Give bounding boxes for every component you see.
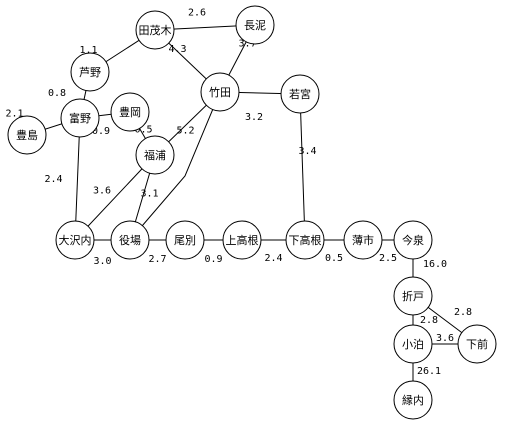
edge-label-kamitakane-shimotakane: 2.4 (264, 253, 282, 264)
edge-label-osawauchi-yakuba: 3.0 (93, 256, 111, 267)
station-node-shimotakane: 下高根 (285, 220, 325, 260)
station-circle (393, 220, 433, 260)
station-circle (55, 220, 95, 260)
station-circle (280, 74, 320, 114)
edge-wakamiya-shimotakane (299, 93, 306, 241)
edge-label-tooka-fukuura: 0.5 (134, 125, 152, 136)
edge-label-kodomari-shitamae: 3.6 (436, 333, 454, 344)
station-node-toyoshima: 豊島 (7, 115, 47, 155)
station-circle (222, 220, 262, 260)
edge-labels-layer: 2.6 1.1 4.3 3.7 3.2 0.8 2.1 0.9 0.5 5.2 2.4 3.6 3.1 3… (5, 8, 472, 378)
station-circle (110, 220, 150, 260)
station-label: 田茂木 (139, 23, 172, 37)
station-label: 芦野 (79, 66, 101, 79)
edge-label-yakuba-obetsu: 2.7 (148, 254, 166, 265)
station-circle (393, 380, 433, 420)
station-circle (285, 220, 325, 260)
station-label: 縁内 (402, 393, 424, 407)
station-node-fukuura: 福浦 (135, 135, 175, 175)
edge-label-ashino-tamoki: 1.1 (79, 45, 97, 56)
station-circle (165, 220, 205, 260)
station-label: 富野 (69, 111, 91, 125)
station-node-itsuuchi: 縁内 (393, 380, 433, 420)
station-label: 若宮 (289, 87, 311, 101)
station-node-nagadoro: 長泥 (235, 5, 275, 45)
edge-label-shimotakane-tsuchi: 0.5 (325, 253, 343, 264)
station-circle (200, 72, 240, 112)
station-circle (70, 52, 110, 92)
edge-label-tomino-osawauchi: 2.4 (44, 174, 62, 185)
station-label: 竹田 (209, 85, 231, 99)
edge-label-toyoshima-tomino: 2.1 (5, 109, 23, 120)
edge-takeda-yakuba (129, 91, 221, 241)
edge-label-tsuchi-imaizumi: 2.5 (379, 253, 397, 264)
station-circle (457, 324, 497, 364)
station-circle (393, 276, 433, 316)
edge-label-fukuura-yakuba: 3.1 (140, 189, 158, 200)
station-label: 今泉 (402, 233, 424, 247)
station-node-orito: 折戸 (393, 276, 433, 316)
station-label: 小泊 (402, 338, 424, 351)
station-circle (393, 324, 433, 364)
station-node-takeda: 竹田 (200, 72, 240, 112)
edge-label-orito-shitamae: 2.8 (454, 307, 472, 318)
edge-label-tamoki-takeda: 4.3 (168, 44, 186, 55)
station-node-yakuba: 役場 (110, 220, 150, 260)
station-node-kamitakane: 上高根 (222, 220, 262, 260)
station-label: 豊島 (16, 128, 38, 142)
edge-label-fukuura-takeda: 5.2 (176, 126, 194, 137)
station-node-wakamiya: 若宮 (280, 74, 320, 114)
edge-label-obetsu-kamitakane: 0.9 (204, 254, 222, 265)
edge-label-nagadoro-takeda: 3.7 (238, 39, 256, 50)
edge-label-orito-kodomari: 2.8 (420, 315, 438, 326)
station-circle (235, 5, 275, 45)
station-circle (110, 92, 150, 132)
station-node-osawauchi: 大沢内 (55, 220, 95, 260)
station-label: 役場 (119, 233, 141, 247)
station-circle (60, 98, 100, 138)
station-node-tsuchi: 薄市 (343, 220, 383, 260)
station-label: 豊岡 (119, 106, 141, 119)
station-circle (135, 135, 175, 175)
station-node-tomino: 富野 (60, 98, 100, 138)
station-node-obetsu: 尾別 (165, 220, 205, 260)
station-circle (343, 220, 383, 260)
station-label: 上高根 (226, 233, 259, 247)
station-label: 長泥 (244, 19, 266, 32)
station-node-kodomari: 小泊 (393, 324, 433, 364)
station-label: 下前 (466, 337, 488, 351)
station-node-tooka: 豊岡 (110, 92, 150, 132)
station-label: 尾別 (174, 234, 196, 247)
station-label: 下高根 (289, 233, 322, 247)
edge-label-takeda-wakamiya: 3.2 (245, 112, 263, 123)
station-node-ashino: 芦野 (70, 52, 110, 92)
station-label: 大沢内 (59, 233, 92, 247)
edge-label-wakamiya-shimotakane: 3.4 (298, 146, 316, 157)
edge-label-tomino-tooka: 0.9 (92, 126, 110, 137)
edge-label-imaizumi-orito: 16.0 (423, 259, 447, 270)
edge-label-kodomari-itsuuchi: 26.1 (417, 366, 441, 377)
station-node-tamoki: 田茂木 (135, 10, 175, 50)
station-node-shitamae: 下前 (457, 324, 497, 364)
edge-label-tamoki-nagadoro: 2.6 (188, 8, 206, 19)
station-label: 折戸 (402, 289, 424, 303)
station-label: 薄市 (352, 233, 374, 247)
edge-label-ashino-tomino: 0.8 (48, 88, 66, 99)
station-node-imaizumi: 今泉 (393, 220, 433, 260)
edge-tomino-osawauchi (74, 117, 81, 241)
edge-label-fukuura-osawauchi: 3.6 (93, 186, 111, 197)
station-circle (135, 10, 175, 50)
station-label: 福浦 (144, 148, 166, 162)
station-circle (7, 115, 47, 155)
